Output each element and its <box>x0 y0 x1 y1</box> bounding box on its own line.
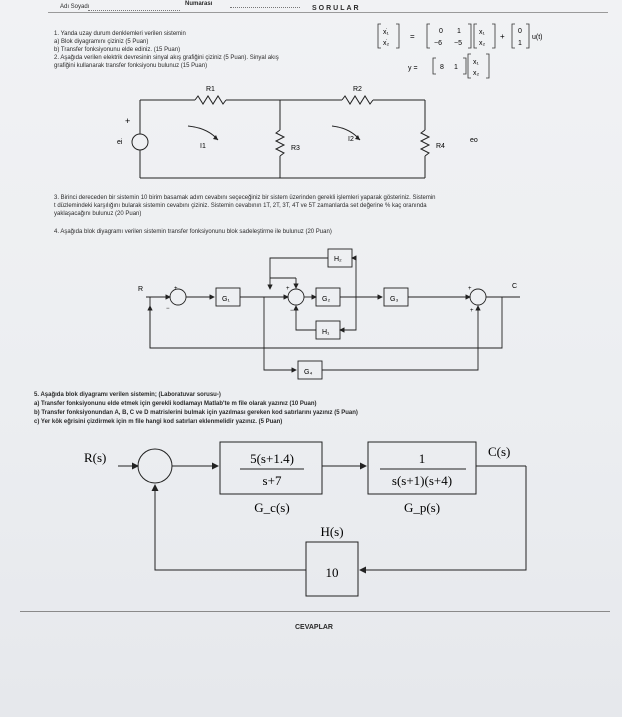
gp-label: G_p(s) <box>404 500 440 515</box>
name-label: Adı Soyadı <box>60 4 90 10</box>
q5-b: b) Transfer fonksiyonundan A, B, C ve D … <box>34 410 358 416</box>
q5-text: 5. Aşağıda blok diyagramı verilen sistem… <box>34 392 221 398</box>
g3-label: G₃ <box>390 296 398 303</box>
q5-output-c: C(s) <box>488 444 510 459</box>
svg-text:x₂: x₂ <box>473 70 480 77</box>
a11: 0 <box>439 28 443 35</box>
number-label: Numarası <box>185 1 213 7</box>
a12: 1 <box>457 28 461 35</box>
q3-text-cont: t düzlemindeki karşılığını bularak siste… <box>54 203 427 209</box>
gc-denominator: s+7 <box>263 473 282 488</box>
block-diagram-q5: R(s) C(s) 5(s+1.4) s+7 G_c(s) 1 s(s+1)(s… <box>84 441 527 597</box>
q1-text: 1. Yanda uzay durum denklemleri verilen … <box>54 31 186 37</box>
q2-text: 2. Aşağıda verilen elektrik devresinin s… <box>54 55 279 61</box>
ei-label: ei <box>117 139 123 146</box>
q3-text: 3. Birinci dereceden bir sistemin 10 bir… <box>54 195 436 201</box>
svg-text:−: − <box>290 308 294 314</box>
h-value: 10 <box>326 565 339 580</box>
h2-label: H₂ <box>334 256 342 263</box>
svg-text:x₁: x₁ <box>479 29 486 36</box>
page-title: SORULAR <box>312 5 361 12</box>
block-diagram-q4: R C G₁ G₂ G₃ H₂ H₁ G₄ − + + − + + <box>138 248 520 380</box>
input-u: u(t) <box>532 34 543 41</box>
svg-text:.: . <box>386 25 387 31</box>
block-gp <box>367 441 477 495</box>
b1: 0 <box>518 28 522 35</box>
i1-label: I1 <box>200 143 206 150</box>
xdot1: x₁ <box>383 29 390 36</box>
r2-label: R2 <box>353 86 362 93</box>
h-label: H(s) <box>320 524 343 539</box>
svg-text:+: + <box>174 286 178 292</box>
r1-label: R1 <box>206 86 215 93</box>
voltage-source <box>131 133 149 151</box>
gp-numerator: 1 <box>419 451 426 466</box>
q2-text-cont: grafiğini kullanarak transfer fonksiyonu… <box>54 63 208 69</box>
svg-text:+: + <box>470 308 474 314</box>
resistor-r1 <box>194 95 227 105</box>
block-h <box>305 541 359 597</box>
b2: 1 <box>518 40 522 47</box>
a22: −5 <box>454 40 462 47</box>
g1-label: G₁ <box>222 296 230 303</box>
gc-numerator: 5(s+1.4) <box>250 451 294 466</box>
summing-junction-3 <box>469 288 487 306</box>
i2-label: I2 <box>348 136 354 143</box>
svg-text:+: + <box>500 32 505 41</box>
svg-text:+: + <box>286 286 290 292</box>
q4-output-c: C <box>512 283 517 290</box>
resistor-r4 <box>419 129 431 157</box>
plus-sign: + <box>125 116 130 126</box>
svg-text:−: − <box>166 306 170 312</box>
gc-label: G_c(s) <box>254 500 289 515</box>
g4-label: G₄ <box>304 369 312 376</box>
number-line <box>230 7 300 8</box>
answers-heading: CEVAPLAR <box>295 624 333 631</box>
answers-rule <box>20 611 610 612</box>
xdot2: x₂ <box>383 40 390 47</box>
block-gc <box>219 441 323 495</box>
eo-label: eo <box>470 137 478 144</box>
q5-input-r: R(s) <box>84 450 106 465</box>
summing-junction-1 <box>169 288 187 306</box>
c2: 1 <box>454 64 458 71</box>
r3-label: R3 <box>291 145 300 152</box>
output-y: y = <box>408 65 418 72</box>
state-space-equations: x₁ x₂ .. = 0 1 −6 −5 x₁ x₂ + 0 1 u(t) y … <box>377 23 543 79</box>
r4-label: R4 <box>436 143 445 150</box>
resistor-r2 <box>341 95 374 105</box>
q1-b: b) Transfer fonksiyonunu elde ediniz. (1… <box>54 47 181 53</box>
h1-label: H₁ <box>322 329 330 336</box>
q3-text-end: yaklaşacağını bulunuz (20 Puan) <box>54 211 142 217</box>
electric-circuit: R1 R2 R3 R4 ei eo I1 I2 + <box>117 86 478 179</box>
name-line <box>88 10 180 11</box>
svg-text:+: + <box>468 286 472 292</box>
q4-text: 4. Aşağıda blok diyagramı verilen sistem… <box>54 229 332 235</box>
resistor-r3 <box>274 129 286 157</box>
svg-text:x₂: x₂ <box>479 40 486 47</box>
a21: −6 <box>434 40 442 47</box>
header-rule <box>48 12 608 13</box>
summing-junction-2 <box>287 288 305 306</box>
q5-a: a) Transfer fonksiyonunu elde etmek için… <box>34 401 317 407</box>
q5-c: c) Yer kök eğrisini çizdirmek için m fil… <box>34 419 283 425</box>
g2-label: G₂ <box>322 296 330 303</box>
c1: 8 <box>440 64 444 71</box>
gp-denominator: s(s+1)(s+4) <box>392 473 452 488</box>
svg-text:.: . <box>386 36 387 42</box>
q1-a: a) Blok diyagramını çiziniz (5 Puan) <box>54 39 149 45</box>
q4-input-r: R <box>138 286 143 293</box>
svg-text:=: = <box>410 32 415 41</box>
summing-junction-q5 <box>137 448 173 484</box>
svg-text:x₁: x₁ <box>473 59 480 66</box>
